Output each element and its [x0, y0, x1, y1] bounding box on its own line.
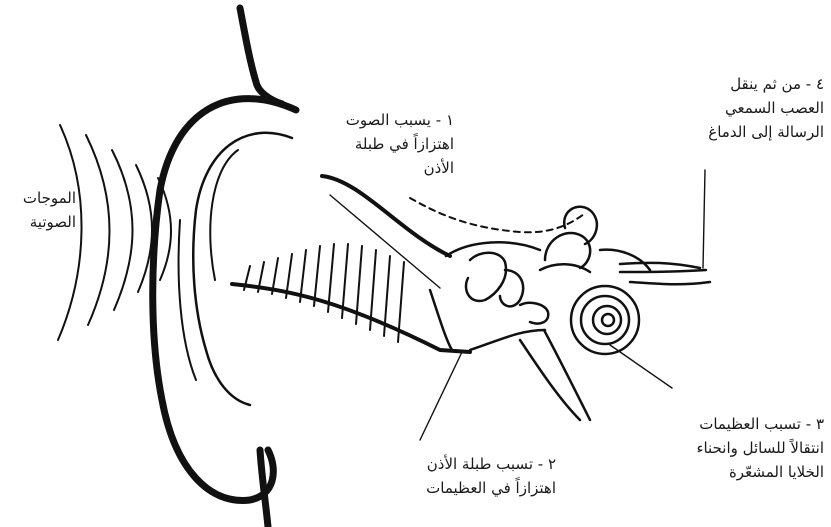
leader-step4 — [703, 170, 705, 268]
leader-step2 — [420, 352, 462, 440]
skull-line — [410, 198, 584, 232]
ear-canal — [232, 176, 470, 352]
label-step-2: ٢ - تسبب طبلة الأذن اهتزازاً في العظيمات — [370, 452, 556, 500]
label-step-4: ٤ - من ثم ينقل العصب السمعي الرسالة إلى … — [638, 72, 824, 144]
leader-step3 — [610, 345, 672, 388]
label-step-1: ١ - يسبب الصوت اهتزازاً في طبلة الأذن — [296, 108, 454, 180]
pinna — [153, 99, 296, 501]
inner-ear — [540, 207, 710, 354]
label-sound-waves: الموجات الصوتية — [0, 186, 76, 234]
middle-ear — [430, 242, 590, 420]
label-step-3: ٣ - تسبب العظيمات انتقالاً للسائل وانحنا… — [630, 412, 824, 484]
